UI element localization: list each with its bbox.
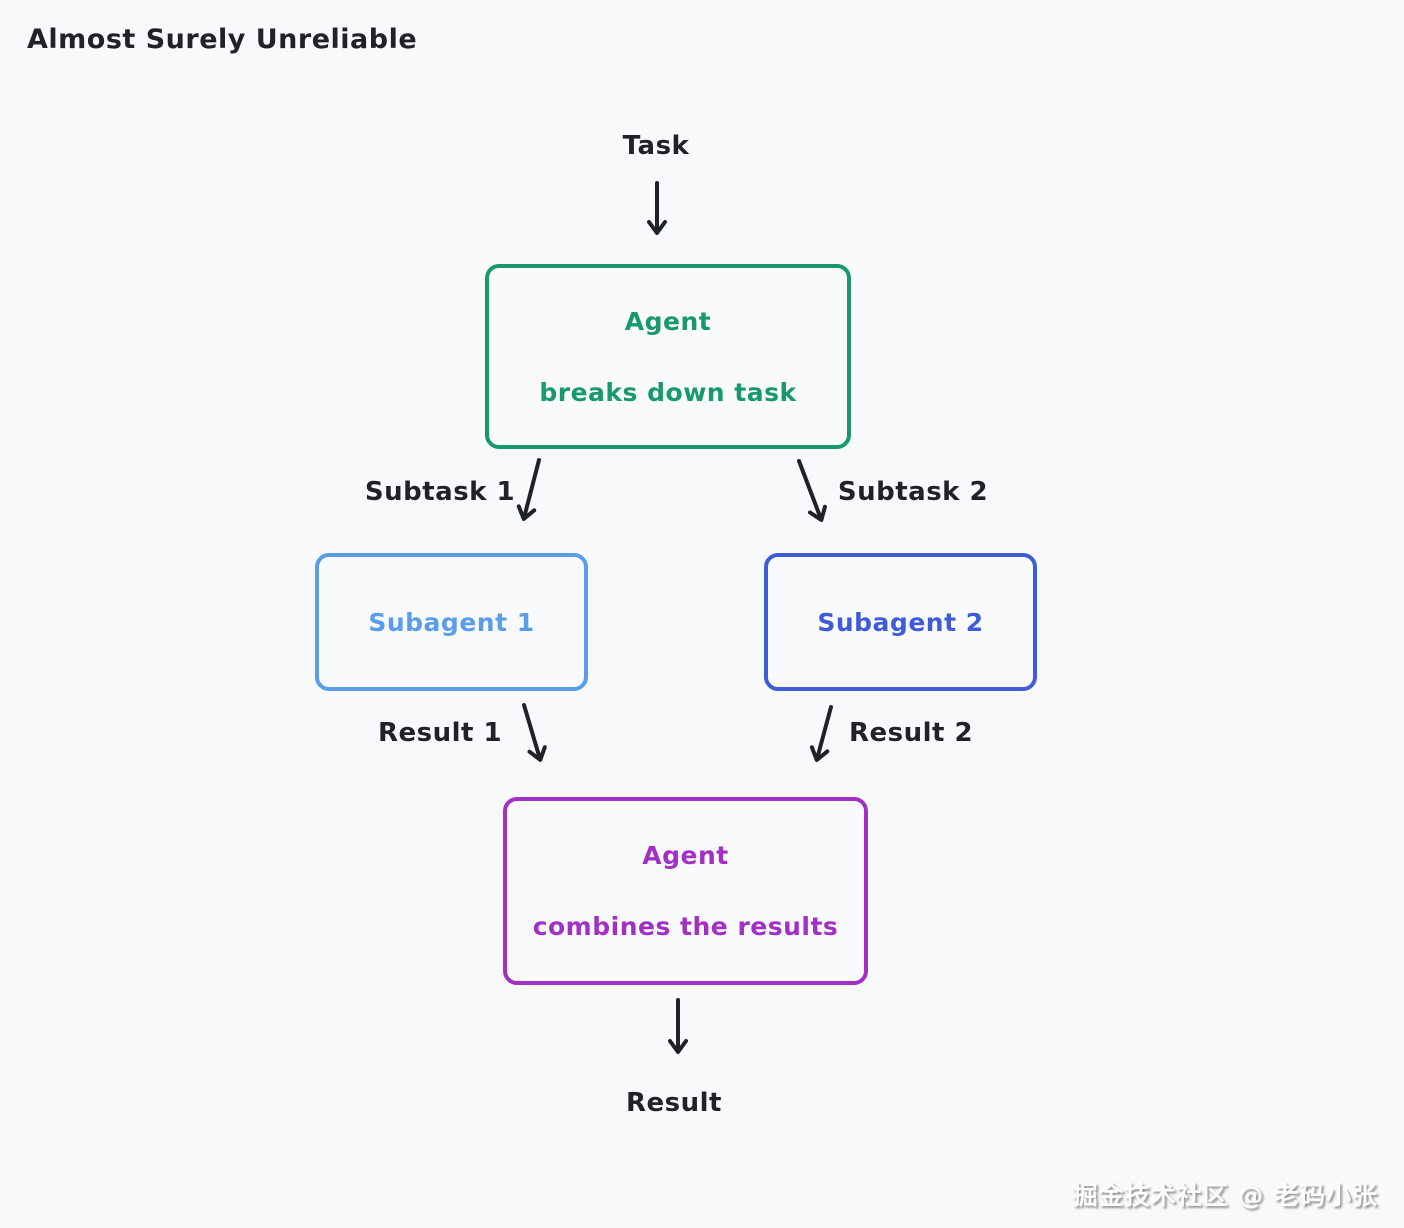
- node-task-label: Task: [622, 131, 690, 161]
- agent-breakdown-subtitle: breaks down task: [539, 377, 797, 407]
- node-subagent2: Subagent 2: [764, 553, 1037, 691]
- edge-label-result1: Result 1: [377, 718, 503, 748]
- agent-breakdown-title: Agent: [624, 306, 712, 336]
- node-result-label: Result: [626, 1088, 722, 1118]
- edge-label-subtask1: Subtask 1: [364, 477, 516, 507]
- node-agent-breakdown: Agent breaks down task: [485, 264, 851, 449]
- subagent1-label: Subagent 1: [368, 607, 535, 637]
- node-agent-combiner: Agent combines the results: [503, 797, 868, 985]
- arrow-agent-to-subagent2: [797, 459, 827, 522]
- diagram-title: Almost Surely Unreliable: [27, 24, 418, 55]
- subagent2-label: Subagent 2: [817, 607, 984, 637]
- agent-combiner-subtitle: combines the results: [532, 912, 839, 941]
- edge-label-result2: Result 2: [848, 718, 974, 748]
- arrow-subagent1-to-combiner: [522, 703, 547, 762]
- arrow-subagent2-to-combiner: [809, 705, 833, 762]
- arrow-agent-to-subagent1: [516, 458, 541, 521]
- agent-combiner-title: Agent: [642, 841, 729, 870]
- node-subagent1: Subagent 1: [315, 553, 588, 691]
- watermark-text: 掘金技术社区 @ 老码小张: [1072, 1181, 1378, 1210]
- edge-label-subtask2: Subtask 2: [837, 477, 989, 507]
